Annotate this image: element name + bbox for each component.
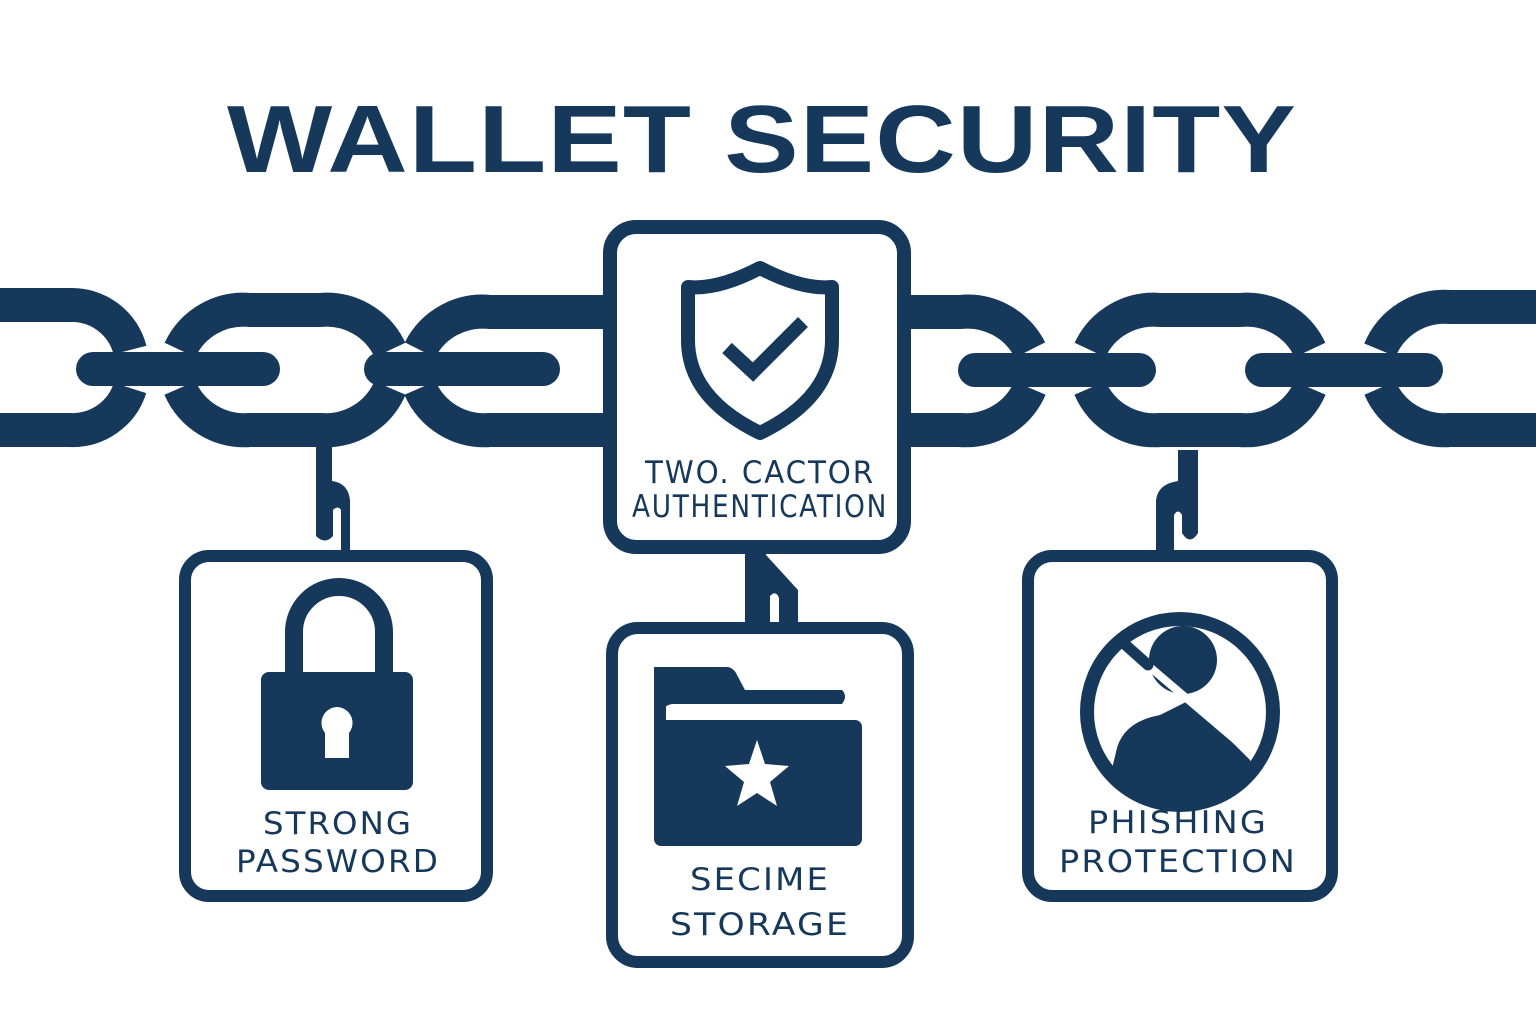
card-secure-storage-line1: SECIME — [690, 862, 830, 898]
shield-check-icon — [681, 261, 839, 440]
card-strong-password-line1: STRONG — [263, 806, 413, 842]
chain-link-icon — [0, 288, 147, 448]
chain-link-icon — [164, 292, 406, 448]
card-secure-storage-line2: STORAGE — [670, 907, 850, 943]
card-two-factor-line2: AUTHENTICATION — [632, 489, 888, 525]
card-secure-storage: SECIME STORAGE — [606, 622, 914, 968]
chain-link-icon — [905, 294, 1046, 448]
chain-link-icon — [404, 294, 610, 448]
card-strong-password: STRONG PASSWORD — [179, 550, 493, 902]
padlock-icon — [261, 578, 413, 790]
folder-star-icon — [654, 667, 862, 846]
hook-center — [745, 548, 798, 622]
card-strong-password-line2: PASSWORD — [236, 844, 440, 880]
card-phishing-protection: PHISHING PROTECTION — [1022, 550, 1338, 902]
chain — [0, 288, 1536, 448]
hook-left — [316, 445, 350, 555]
chain-bar — [76, 352, 280, 386]
chain-link-icon — [1364, 289, 1536, 448]
hook-right — [1156, 450, 1198, 555]
card-phishing-protection-line2: PROTECTION — [1059, 844, 1297, 880]
no-phishing-icon — [1080, 612, 1280, 812]
chain-link-icon — [1074, 292, 1326, 448]
chain-bar — [958, 353, 1156, 387]
card-two-factor-line1: TWO. CACTOR — [644, 455, 875, 491]
page-title: WALLET SECURITY — [227, 86, 1297, 193]
card-two-factor: TWO. CACTOR AUTHENTICATION — [603, 220, 911, 554]
card-phishing-protection-line1: PHISHING — [1088, 805, 1268, 841]
chain-bar — [1245, 353, 1443, 387]
chain-bar — [364, 352, 560, 386]
